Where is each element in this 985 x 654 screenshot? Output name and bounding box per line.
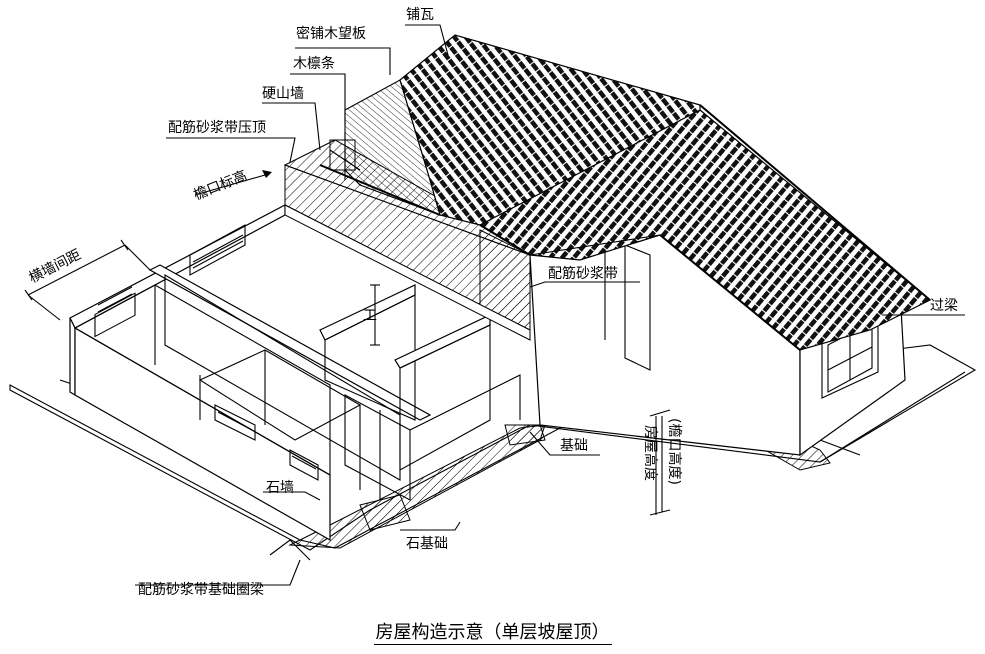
label-stone-foundation: 石基础 bbox=[406, 535, 448, 552]
label-rebar-mortar-band: 配筋砂浆带 bbox=[548, 265, 618, 282]
center-walls bbox=[319, 284, 521, 501]
label-eave-height: (檐口高度) bbox=[666, 418, 683, 485]
roof bbox=[399, 34, 932, 351]
label-eave-elevation: 檐口标高 bbox=[191, 167, 249, 204]
label-rebar-mortar-cap: 配筋砂浆带压顶 bbox=[168, 119, 266, 136]
label-marker-i: 工 bbox=[363, 308, 377, 324]
leader-lines bbox=[24, 24, 965, 586]
caption-text: 房屋构造示意（单层坡屋顶） bbox=[373, 622, 612, 645]
left-wing-walls bbox=[69, 204, 432, 542]
figure-caption: 房屋构造示意（单层坡屋顶） bbox=[0, 618, 985, 645]
label-dense-sheathing: 密铺木望板 bbox=[296, 25, 366, 42]
label-purlins: 木檩条 bbox=[293, 55, 335, 72]
label-stone-wall: 石墙 bbox=[266, 480, 294, 496]
label-foundation-ring-beam: 配筋砂浆带基础圈梁 bbox=[138, 581, 264, 598]
label-house-height: 房屋高度 bbox=[642, 425, 659, 481]
label-foundation: 基础 bbox=[560, 437, 588, 454]
label-gable-wall: 硬山墙 bbox=[262, 86, 304, 102]
label-lintel: 过梁 bbox=[930, 298, 958, 314]
label-tiles: 铺瓦 bbox=[406, 7, 434, 23]
